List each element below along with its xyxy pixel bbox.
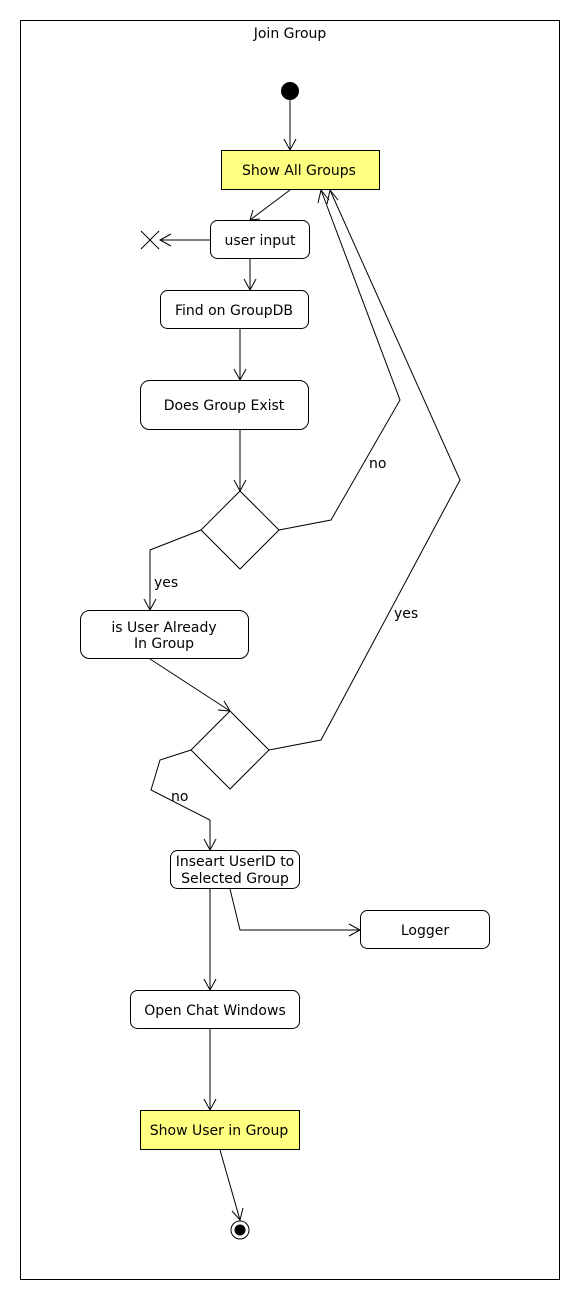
- edge-find-to-does-group-exist: [233, 329, 247, 382]
- node-is-user-already-in-group-label-1: is User Already: [111, 620, 216, 636]
- node-show-user-in-group-label: Show User in Group: [150, 1123, 289, 1139]
- edge-label-already-in-group-no: no: [171, 789, 188, 805]
- node-show-all-groups[interactable]: [221, 150, 380, 190]
- node-does-group-exist-label: Does Group Exist: [164, 398, 285, 414]
- edge-label-already-in-group-yes: yes: [394, 606, 418, 622]
- node-logger[interactable]: [360, 910, 490, 949]
- edge-does-group-exist-to-decision: [233, 430, 247, 493]
- edge-user-input-to-flow-final: [158, 233, 210, 247]
- node-find-on-groupdb[interactable]: [160, 290, 309, 329]
- flow-final-node: [140, 230, 160, 250]
- node-is-user-already-in-group-label-2: In Group: [134, 636, 194, 652]
- edge-is-user-already-to-decision: [149, 658, 231, 712]
- edge-label-group-exists-yes: yes: [154, 575, 178, 591]
- edge-decision-no-to-insert-userid: [150, 749, 217, 852]
- node-insert-userid[interactable]: [170, 850, 300, 889]
- initial-node: [281, 82, 299, 100]
- node-user-input-label: user input: [225, 233, 297, 249]
- edge-insert-userid-to-logger: [229, 888, 362, 937]
- edge-open-chat-to-show-user-in-group: [203, 1029, 217, 1112]
- node-insert-userid-label-2: Selected Group: [181, 871, 289, 887]
- node-does-group-exist[interactable]: [140, 380, 309, 430]
- decision-group-exists: [200, 490, 280, 570]
- edge-show-all-groups-to-user-input: [249, 189, 291, 221]
- node-user-input[interactable]: [210, 220, 310, 259]
- node-is-user-already-in-group[interactable]: [80, 610, 249, 659]
- edge-insert-userid-to-open-chat: [203, 889, 217, 992]
- node-show-user-in-group[interactable]: [140, 1110, 300, 1150]
- edge-initial-to-show-all-groups: [283, 100, 297, 152]
- edge-user-input-to-find-on-groupdb: [243, 259, 257, 292]
- edge-label-group-exists-no: no: [369, 456, 386, 472]
- decision-already-in-group: [190, 710, 270, 790]
- node-logger-label: Logger: [401, 923, 450, 939]
- node-insert-userid-label-1: Inseart UserID to: [176, 854, 295, 870]
- node-open-chat-windows-label: Open Chat Windows: [144, 1003, 286, 1019]
- edge-decision-yes-to-show-all-groups: [268, 188, 461, 751]
- final-node: [230, 1220, 250, 1240]
- edge-decision-no-to-show-all-groups: [278, 188, 401, 531]
- node-show-all-groups-label: Show All Groups: [242, 163, 356, 179]
- node-find-on-groupdb-label: Find on GroupDB: [175, 303, 293, 319]
- edge-decision-yes-to-is-user-already: [143, 529, 202, 612]
- node-open-chat-windows[interactable]: [130, 990, 300, 1029]
- diagram-title: Join Group: [253, 26, 327, 42]
- edge-show-user-in-group-to-final: [219, 1149, 244, 1222]
